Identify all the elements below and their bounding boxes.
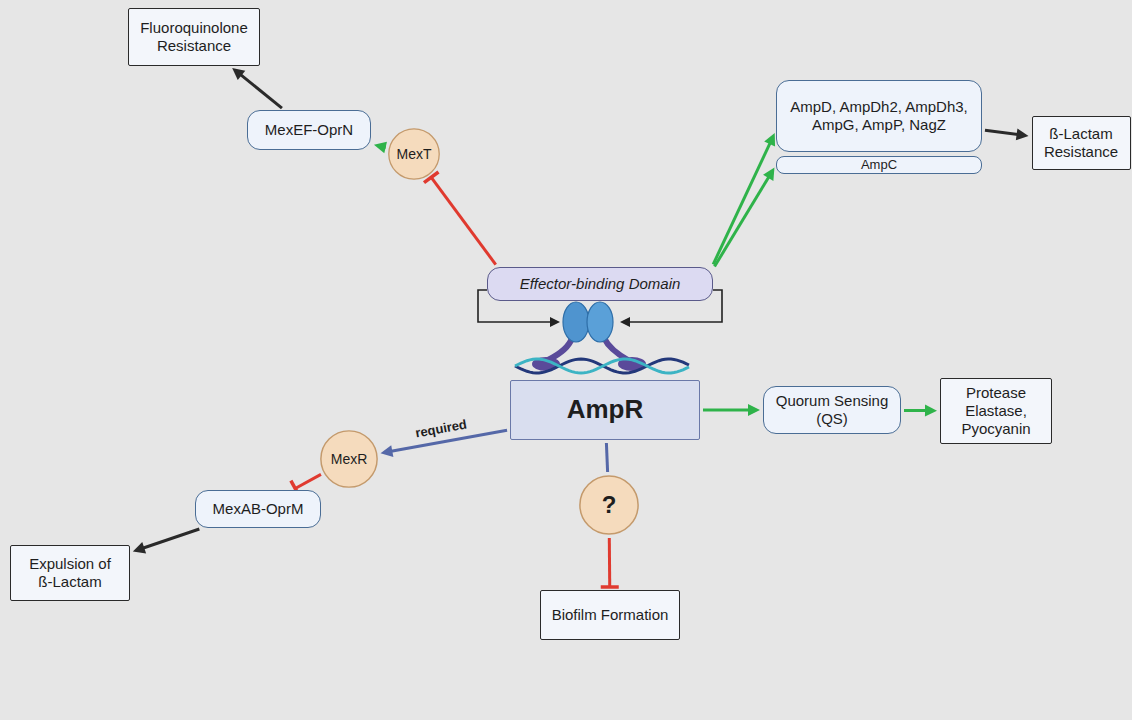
connector-arrow xyxy=(606,443,607,472)
outcome-box: Protease Elastase, Pyocyanin xyxy=(940,378,1052,444)
node-label: AmpD, AmpDh2, AmpDh3, AmpG, AmpP, NagZ xyxy=(786,98,972,134)
connector-arrow xyxy=(133,529,200,553)
domain-box: Effector-binding Domain xyxy=(487,267,713,301)
node-label: AmpC xyxy=(861,158,897,172)
regulator-circle: MexR xyxy=(320,430,378,488)
connector-arrow xyxy=(713,133,775,264)
node-label: MexEF-OprN xyxy=(265,121,353,139)
node-label: Protease Elastase, Pyocyanin xyxy=(950,384,1042,438)
node-label: ß-Lactam Resistance xyxy=(1042,125,1121,161)
outcome-box: Biofilm Formation xyxy=(540,590,680,640)
node-label: AmpR xyxy=(567,394,644,425)
connector-arrow xyxy=(715,168,775,267)
unknown-circle: ? xyxy=(579,475,639,535)
connector-arrow xyxy=(374,142,387,154)
outcome-box: Expulsion of ß-Lactam xyxy=(10,545,130,601)
node-label: Fluoroquinolone Resistance xyxy=(138,19,250,55)
process-box: Quorum Sensing (QS) xyxy=(763,386,901,434)
outcome-box: ß-Lactam Resistance xyxy=(1032,116,1131,170)
node-label: Expulsion of ß-Lactam xyxy=(20,555,120,591)
gene-group-box: AmpD, AmpDh2, AmpDh3, AmpG, AmpP, NagZ xyxy=(776,80,982,152)
node-label: Biofilm Formation xyxy=(552,606,669,624)
connector-arrow xyxy=(904,405,937,417)
dna-helix xyxy=(515,359,689,373)
pump-box: MexEF-OprN xyxy=(247,110,371,150)
connector-arrow xyxy=(424,172,496,265)
regulator-box: AmpR xyxy=(510,380,700,440)
outcome-box: Fluoroquinolone Resistance xyxy=(128,8,260,66)
regulator-circle: MexT xyxy=(388,128,440,180)
connector-arrow xyxy=(985,128,1029,140)
connector-arrow xyxy=(703,404,760,416)
connector-arrow xyxy=(232,68,282,108)
connector-arrow xyxy=(601,538,619,587)
node-label: Effector-binding Domain xyxy=(520,275,681,293)
pump-box: MexAB-OprM xyxy=(195,490,321,528)
node-label: MexAB-OprM xyxy=(213,500,304,518)
node-label: MexT xyxy=(397,146,432,163)
node-label: MexR xyxy=(331,451,368,468)
node-label: ? xyxy=(602,491,617,520)
gene-band: AmpC xyxy=(776,156,982,174)
node-label: Quorum Sensing (QS) xyxy=(773,392,891,428)
